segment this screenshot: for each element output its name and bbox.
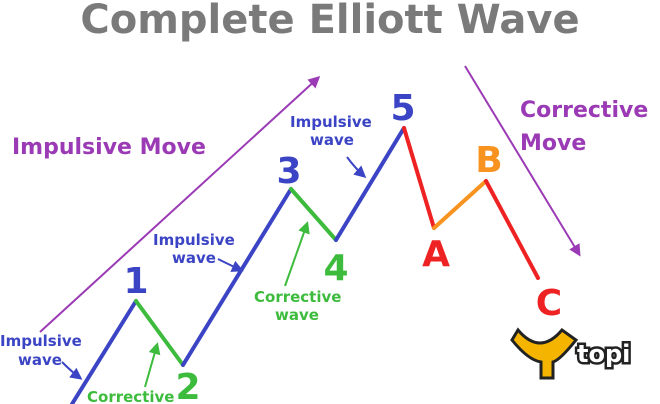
wave-5-segment (334, 126, 406, 242)
page-title: Complete Elliott Wave (80, 0, 579, 43)
corrective-wave-arrow-4 (284, 221, 310, 287)
wave-a-label: A (422, 234, 450, 275)
wave-2-label: 2 (175, 367, 200, 404)
impulsive-wave-annotation-1-line1: Impulsive (0, 332, 82, 350)
wave-c-segment (484, 179, 540, 280)
wave-1-label: 1 (123, 261, 148, 302)
topi-logo-text: topi (577, 340, 630, 368)
wave-3-label: 3 (276, 151, 301, 192)
topi-logo-icon (510, 327, 579, 380)
impulsive-wave-arrow-1 (61, 361, 83, 380)
impulsive-wave-annotation-1-line2: wave (18, 351, 62, 369)
topi-logo: topi (510, 327, 633, 380)
corrective-move-label-line2: Move (520, 131, 586, 156)
wave-a-segment (402, 126, 436, 230)
corrective-wave-arrow-2 (144, 342, 161, 388)
impulsive-move-label: Impulsive Move (12, 135, 206, 160)
corrective-move-arrow (464, 65, 581, 257)
impulsive-wave-annotation-3-line1: Impulsive (153, 231, 235, 249)
wave-4-segment (289, 187, 338, 242)
wave-3-segment (181, 187, 293, 367)
corrective-wave-annotation-2-partial: Corrective (87, 388, 174, 404)
wave-b-segment (432, 179, 488, 230)
wave-c-label: C (536, 283, 562, 324)
corrective-wave-annotation-4-line2: wave (275, 306, 319, 324)
wave-2-segment (134, 299, 185, 367)
impulsive-wave-arrow-5 (346, 156, 367, 178)
impulsive-wave-arrow-3 (217, 258, 244, 272)
impulsive-wave-annotation-3-line2: wave (172, 249, 216, 267)
wave-1-segment (70, 299, 138, 404)
impulsive-move-arrow (39, 75, 321, 333)
impulsive-wave-annotation-5-line2: wave (310, 131, 354, 149)
corrective-wave-annotation-4-line1: Corrective (254, 288, 341, 306)
wave-b-label: B (475, 140, 502, 181)
corrective-move-label-line1: Corrective (520, 98, 648, 123)
wave-4-label: 4 (323, 248, 348, 289)
wave-5-label: 5 (390, 88, 415, 129)
impulsive-wave-annotation-5-line1: Impulsive (290, 113, 372, 131)
